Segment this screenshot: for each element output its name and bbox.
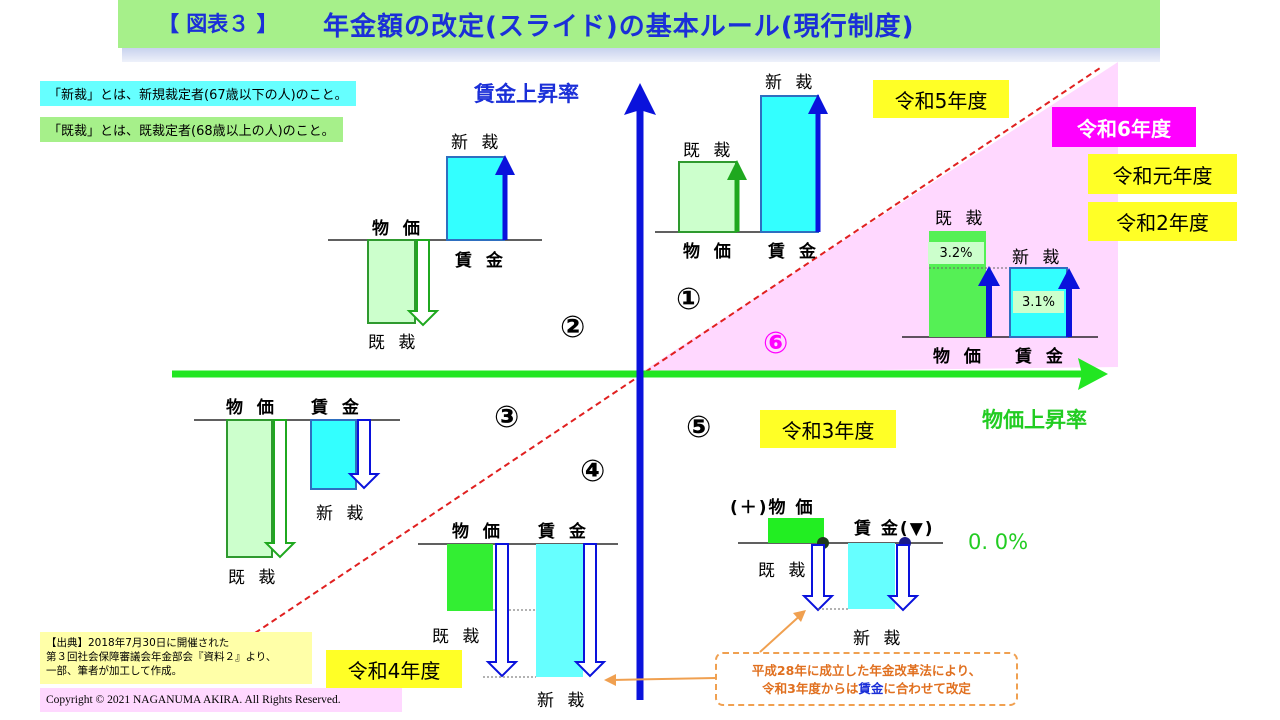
callout-pointer-up: [759, 611, 805, 653]
callout-box: 平成28年に成立した年金改革法により、 令和3年度からは賃金に合わせて改定: [715, 652, 1018, 706]
callout-line-2c: に合わせて改定: [883, 681, 971, 696]
figure-number: 【 図表３ 】: [158, 12, 278, 36]
q5-kisai-label: 既 裁: [758, 561, 810, 581]
callout-pointer-up-head: [793, 610, 806, 622]
q1-bukka-label: 物 価: [683, 242, 735, 262]
r6-kisai-arrowhead: [978, 266, 1000, 286]
q3-shinsai-down-arrow: [347, 419, 381, 490]
q4-kisai-bar: [447, 544, 493, 611]
q2-chingin-label: 賃 金: [455, 251, 507, 271]
region-5-label: ⑤: [686, 410, 712, 445]
q2-kisai-down-arrow: [406, 239, 440, 327]
r6-chingin-label: 賃 金: [1015, 347, 1067, 367]
q5-shinsai-bar: [848, 543, 895, 609]
page-title: 年金額の改定(スライド)の基本ルール(現行制度): [323, 12, 915, 42]
q3-kisai-bar: [226, 419, 273, 558]
q3-kisai-label: 既 裁: [228, 568, 280, 588]
region-1-label: ①: [676, 282, 702, 317]
source-line-3: 一部、筆者が加工して作成。: [46, 665, 183, 677]
q2-shinsai-bar: [446, 156, 505, 241]
q4-shinsai-down-arrow: [573, 543, 607, 678]
q1-chingin-label: 賃 金: [768, 242, 820, 262]
source-note: 【出典】2018年7月30日に開催された 第３回社会保障審議会年金部会『資料２』…: [40, 632, 312, 684]
source-line-1: 【出典】2018年7月30日に開催された: [46, 637, 230, 649]
q3-chingin-label: 賃 金: [311, 398, 363, 418]
q2-bukka-label: 物 価: [372, 219, 424, 239]
q2-shinsai-arrowhead: [495, 155, 515, 175]
q4-chingin-label: 賃 金: [538, 522, 590, 542]
callout-line-1: 平成28年に成立した年金改革法により、: [751, 663, 982, 678]
callout-line-2a: 令和3年度からは: [762, 681, 859, 696]
q1-shinsai-arrowhead: [808, 94, 828, 114]
q4-shinsai-bar: [536, 544, 583, 677]
q3-kisai-down-arrow: [263, 419, 297, 559]
year-tag-reiwa-gan: 令和元年度: [1088, 154, 1237, 194]
q3-shinsai-label: 新 裁: [316, 504, 368, 524]
y-axis-label: 賃金上昇率: [474, 82, 579, 106]
q4-bukka-label: 物 価: [452, 522, 504, 542]
title-bar: 【 図表３ 】 年金額の改定(スライド)の基本ルール(現行制度): [118, 0, 1160, 48]
source-line-2: 第３回社会保障審議会年金部会『資料２』より、: [46, 651, 277, 663]
r6-kisai-percent: 3.2%: [928, 242, 984, 264]
y-axis-arrowhead: [624, 83, 656, 115]
q4-kisai-down-arrow: [485, 543, 519, 678]
q3-shinsai-bar: [310, 419, 357, 490]
title-underline: [122, 48, 1160, 62]
q5-kisai-down-arrow: [801, 544, 835, 612]
year-tag-reiwa6: 令和6年度: [1052, 107, 1196, 147]
callout-line-2b: 賃金: [858, 681, 884, 696]
r6-shinsai-label: 新 裁: [1012, 248, 1064, 268]
q5-shinsai-down-arrow: [886, 544, 920, 612]
q3-bukka-label: 物 価: [226, 398, 278, 418]
callout-pointer-left: [611, 677, 717, 681]
q5-bukka-plus-label: (＋)物 価: [730, 498, 815, 518]
x-axis-label: 物価上昇率: [982, 408, 1087, 432]
q1-shinsai-bar: [760, 95, 819, 233]
q5-zero-percent: 0. 0%: [968, 530, 1029, 554]
q1-kisai-arrowhead: [727, 160, 747, 180]
x-axis-arrowhead: [1078, 358, 1108, 390]
year-tag-reiwa3: 令和3年度: [760, 410, 896, 448]
region-3-label: ③: [494, 400, 520, 435]
r6-shinsai-arrowhead: [1058, 268, 1080, 289]
r6-bukka-label: 物 価: [933, 347, 985, 367]
q1-kisai-label: 既 裁: [683, 141, 735, 161]
q2-shinsai-label: 新 裁: [451, 133, 503, 153]
year-tag-reiwa2: 令和2年度: [1088, 202, 1237, 241]
region-2-label: ②: [560, 310, 586, 345]
q2-kisai-label: 既 裁: [368, 333, 420, 353]
q4-shinsai-label: 新 裁: [537, 691, 589, 711]
q1-shinsai-label: 新 裁: [765, 73, 817, 93]
r6-shinsai-percent: 3.1%: [1013, 291, 1064, 313]
r6-kisai-label: 既 裁: [935, 209, 987, 229]
region-4-label: ④: [580, 454, 606, 489]
q4-kisai-label: 既 裁: [432, 627, 484, 647]
year-tag-reiwa5: 令和5年度: [873, 80, 1009, 118]
q2-kisai-bar: [367, 239, 416, 324]
callout-line-2: 令和3年度からは賃金に合わせて改定: [717, 680, 1016, 698]
region-6-area: [640, 62, 1118, 373]
q5-bukka-plus-bar: [768, 518, 824, 543]
q1-kisai-bar: [678, 161, 737, 233]
note-shinsai: 「新裁」とは、新規裁定者(67歳以下の人)のこと。: [40, 81, 356, 106]
callout-pointer-left-head: [604, 674, 616, 686]
q5-chingin-down-label: 賃 金(▼): [854, 519, 935, 539]
q5-shinsai-label: 新 裁: [853, 629, 905, 649]
note-kisai: 「既裁」とは、既裁定者(68歳以上の人)のこと。: [40, 117, 343, 142]
year-tag-reiwa4: 令和4年度: [326, 650, 462, 688]
region-6-label: ⑥: [763, 326, 789, 361]
copyright-notice: Copyright © 2021 NAGANUMA AKIRA. All Rig…: [40, 688, 402, 712]
